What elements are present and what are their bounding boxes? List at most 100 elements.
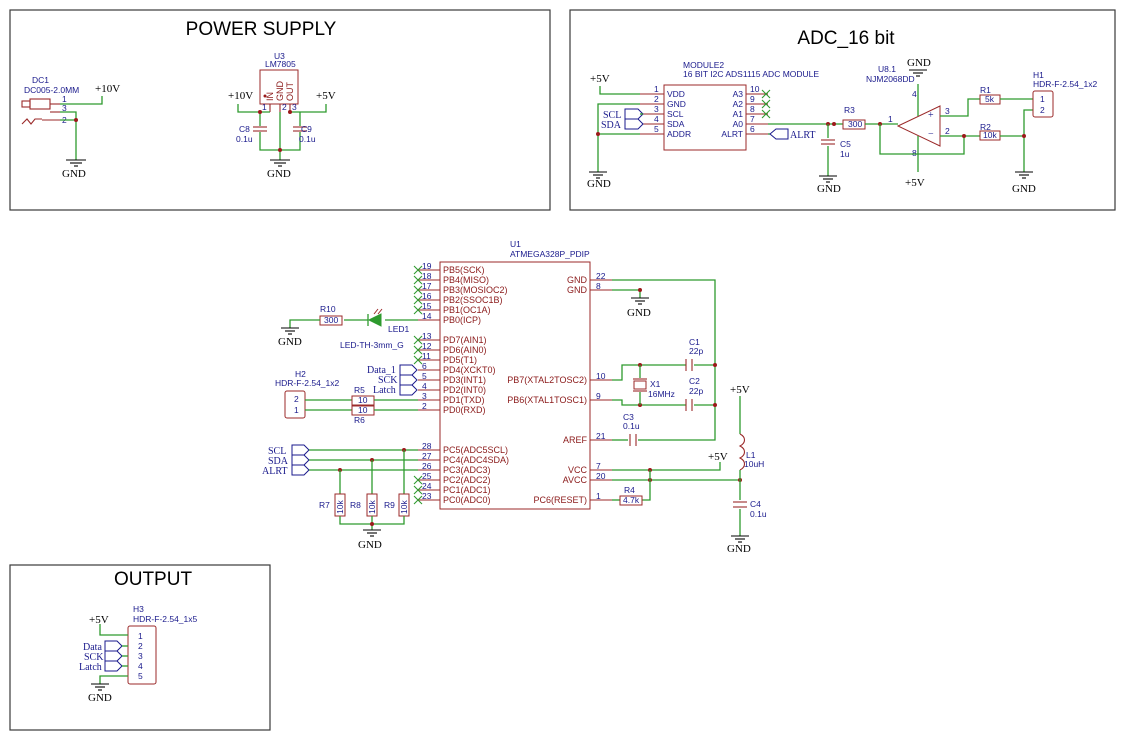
- mcu-pin-name: PB3(MOSIOC2): [443, 285, 508, 295]
- mcu-pin-name: PC2(ADC2): [443, 475, 491, 485]
- led1-value: LED-TH-3mm_G: [340, 340, 404, 350]
- c5-value: 1u: [840, 149, 850, 159]
- mcu-pin-name: PD1(TXD): [443, 395, 485, 405]
- mcu-pin-name: AVCC: [563, 475, 588, 485]
- ground-icon: [909, 69, 927, 77]
- r10-value: 300: [324, 315, 338, 325]
- mcu-pin-name: PB7(XTAL2TOSC2): [507, 375, 587, 385]
- no-connect-icon: [761, 89, 771, 119]
- mcu-pin-num: 27: [422, 451, 432, 461]
- mcu-pin-num: 28: [422, 441, 432, 451]
- adc-gnd-label: GND: [587, 178, 611, 190]
- adc-pin-num: 7: [750, 114, 755, 124]
- mcu-sda-label: SDA: [268, 456, 289, 467]
- no-connect-icon: [413, 265, 423, 505]
- mcu-pin-name: PC4(ADC4SDA): [443, 455, 509, 465]
- h3-value: HDR-F-2.54_1x5: [133, 614, 198, 624]
- h3-sck-label: SCK: [84, 652, 104, 663]
- u3-regulator-body: [259, 69, 299, 105]
- adc-pin-num: 4: [654, 114, 659, 124]
- led1-ref: LED1: [388, 324, 410, 334]
- mcu-scl-net-flag: [291, 444, 310, 456]
- r3-value: 300: [848, 119, 862, 129]
- c8-capacitor-icon: [253, 126, 267, 132]
- u3-value: LM7805: [265, 59, 296, 69]
- mcu-pin-num: 11: [422, 351, 431, 361]
- adc-pin-num: 3: [654, 104, 659, 114]
- vcc-5v-label: +5V: [708, 451, 728, 463]
- mcu-pin-name: GND: [567, 275, 588, 285]
- adc-pin-name: A0: [733, 119, 744, 129]
- c4-value: 0.1u: [750, 509, 767, 519]
- u3-ref: U3: [274, 51, 285, 61]
- h2-pin-2: 2: [294, 394, 299, 404]
- mcu-pin-name: PD6(AIN0): [443, 345, 487, 355]
- c3-value: 0.1u: [623, 421, 640, 431]
- mcu-pin-name: PD0(RXD): [443, 405, 486, 415]
- mcu-pin-name: PC1(ADC1): [443, 485, 491, 495]
- c5-ref: C5: [840, 139, 851, 149]
- mcu-pin-num: 1: [596, 491, 601, 501]
- c9-value: 0.1u: [299, 134, 316, 144]
- scl-net-flag: [624, 108, 644, 120]
- c3-ref: C3: [623, 412, 634, 422]
- c9-ref: C9: [301, 124, 312, 134]
- r10-gnd-label: GND: [278, 336, 302, 348]
- ground-icon: [66, 159, 86, 167]
- mcu-pin-num: 10: [596, 371, 606, 381]
- adc-pin-num: 1: [654, 84, 659, 94]
- power-supply-section: POWER SUPPLY DC1 DC005-2.0MM 1 3 2 +10V …: [9, 9, 551, 211]
- mcu-pin-name: PC5(ADC5SCL): [443, 445, 508, 455]
- l1-ref: L1: [746, 450, 756, 460]
- h3-pin-3: 3: [138, 651, 143, 661]
- c1-capacitor-icon: [685, 359, 693, 371]
- mcu-pin-name: PB1(OC1A): [443, 305, 491, 315]
- r6-ref: R6: [354, 415, 365, 425]
- r9-value: 10k: [399, 500, 409, 514]
- dc1-pin-3: 3: [62, 103, 67, 113]
- mcu-pin-name: PC6(RESET): [533, 495, 587, 505]
- r1-ref: R1: [980, 85, 991, 95]
- opamp-triangle-icon: [896, 105, 941, 147]
- h3-5v-label: +5V: [89, 614, 109, 626]
- mcu-pin-num: 13: [422, 331, 432, 341]
- h1-pin-2: 2: [1040, 105, 1045, 115]
- opamp-ref: U8.1: [878, 64, 896, 74]
- dc1-pin-1: 1: [62, 94, 67, 104]
- c2-ref: C2: [689, 376, 700, 386]
- adc-scl-label: SCL: [603, 110, 621, 121]
- mcu-pin-num: 26: [422, 461, 432, 471]
- adc-pin-num: 2: [654, 94, 659, 104]
- u3-10v-label: +10V: [228, 90, 253, 102]
- u1-value: ATMEGA328P_PDIP: [510, 249, 590, 259]
- pullup-gnd-label: GND: [358, 539, 382, 551]
- r7-value: 10k: [335, 500, 345, 514]
- ground-icon: [1015, 171, 1033, 179]
- mcu-pin-num: 7: [596, 461, 601, 471]
- h3-ref: H3: [133, 604, 144, 614]
- h1-pin-1: 1: [1040, 94, 1045, 104]
- c3-capacitor-icon: [629, 434, 637, 446]
- crystal-icon: [633, 378, 647, 392]
- sda-net-flag: [624, 118, 644, 130]
- adc-pin-name: A2: [733, 99, 744, 109]
- r4-ref: R4: [624, 485, 635, 495]
- opamp-5v-label: +5V: [905, 177, 925, 189]
- mcu-body: [439, 261, 591, 510]
- h2-header-body: [284, 390, 306, 419]
- mcu-pin-num: 20: [596, 471, 606, 481]
- r8-ref: R8: [350, 500, 361, 510]
- u3-pin-in: IN: [265, 92, 275, 101]
- latch-net-flag: [399, 384, 418, 396]
- mcu-pin-num: 23: [422, 491, 432, 501]
- mcu-pin-name: PD7(AIN1): [443, 335, 487, 345]
- mcu-pin-num: 17: [422, 281, 432, 291]
- c9-capacitor-icon: [293, 126, 307, 132]
- opamp-pin-2: 2: [945, 126, 950, 136]
- mcu-data1-label: Data_1: [367, 365, 396, 376]
- mcu-pin-num: 6: [422, 361, 427, 371]
- adc-frame: [569, 9, 1116, 211]
- mcu-pin-num: 22: [596, 271, 606, 281]
- adc-pin-num: 9: [750, 94, 755, 104]
